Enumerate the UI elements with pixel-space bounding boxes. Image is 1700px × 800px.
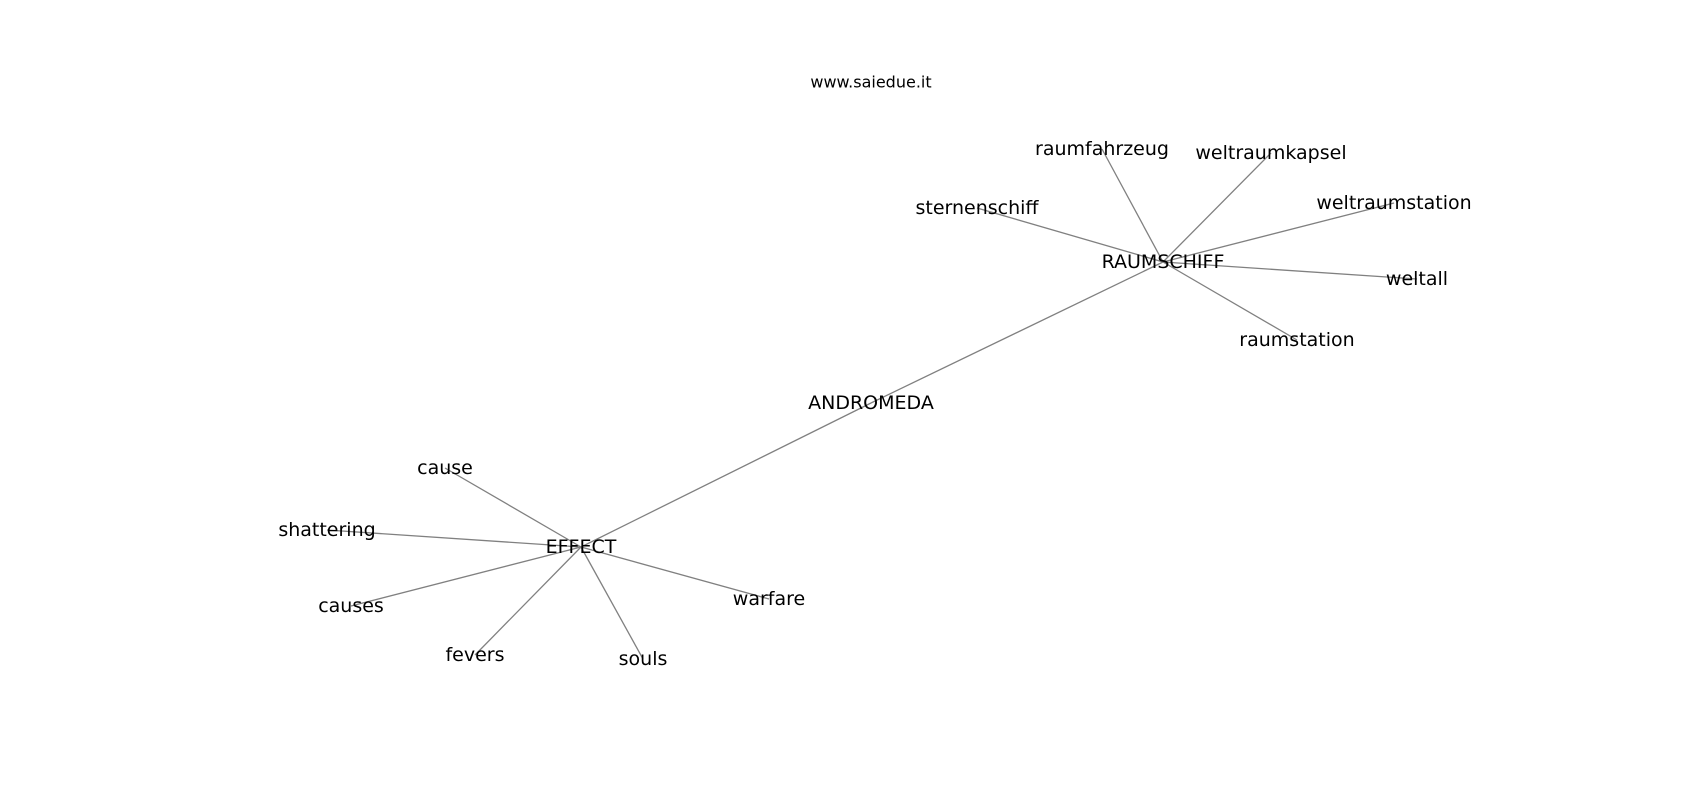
edge-raumschiff-sternenschiff	[976, 207, 1164, 263]
node-effect: EFFECT	[546, 536, 617, 558]
edge-effect-causes	[350, 546, 582, 607]
edge-effect-cause	[444, 467, 582, 548]
watermark-text: www.saiedue.it	[810, 72, 932, 92]
node-souls: souls	[619, 648, 668, 670]
node-warfare: warfare	[733, 588, 805, 610]
node-raumschiff: RAUMSCHIFF	[1102, 251, 1225, 273]
node-weltall: weltall	[1386, 268, 1448, 290]
edge-effect-fevers	[474, 546, 582, 656]
edge-raumschiff-raumfahrzeug	[1101, 148, 1164, 263]
edge-effect-warfare	[580, 546, 770, 600]
nodes-layer: ANDROMEDA RAUMSCHIFF EFFECT raumfahrzeug wel…	[278, 138, 1471, 670]
node-raumfahrzeug: raumfahrzeug	[1035, 138, 1169, 160]
edge-effect-shattering	[326, 529, 582, 548]
edges-layer	[326, 148, 1418, 660]
edge-raumschiff-raumstation	[1162, 261, 1298, 341]
edge-andromeda-raumschiff	[870, 261, 1164, 404]
node-causes: causes	[318, 595, 384, 617]
node-raumstation: raumstation	[1239, 329, 1354, 351]
node-weltraumkapsel: weltraumkapsel	[1195, 142, 1346, 164]
edge-raumschiff-weltraumstation	[1162, 202, 1395, 263]
edge-raumschiff-weltall	[1162, 261, 1418, 280]
edge-andromeda-effect	[580, 402, 872, 548]
node-shattering: shattering	[278, 519, 375, 541]
node-andromeda: ANDROMEDA	[808, 392, 934, 414]
edge-raumschiff-weltraumkapsel	[1162, 152, 1272, 263]
node-fevers: fevers	[445, 644, 504, 666]
edge-effect-souls	[580, 546, 644, 660]
node-cause: cause	[417, 457, 473, 479]
node-sternenschiff: sternenschiff	[915, 197, 1039, 219]
node-weltraumstation: weltraumstation	[1316, 192, 1471, 214]
